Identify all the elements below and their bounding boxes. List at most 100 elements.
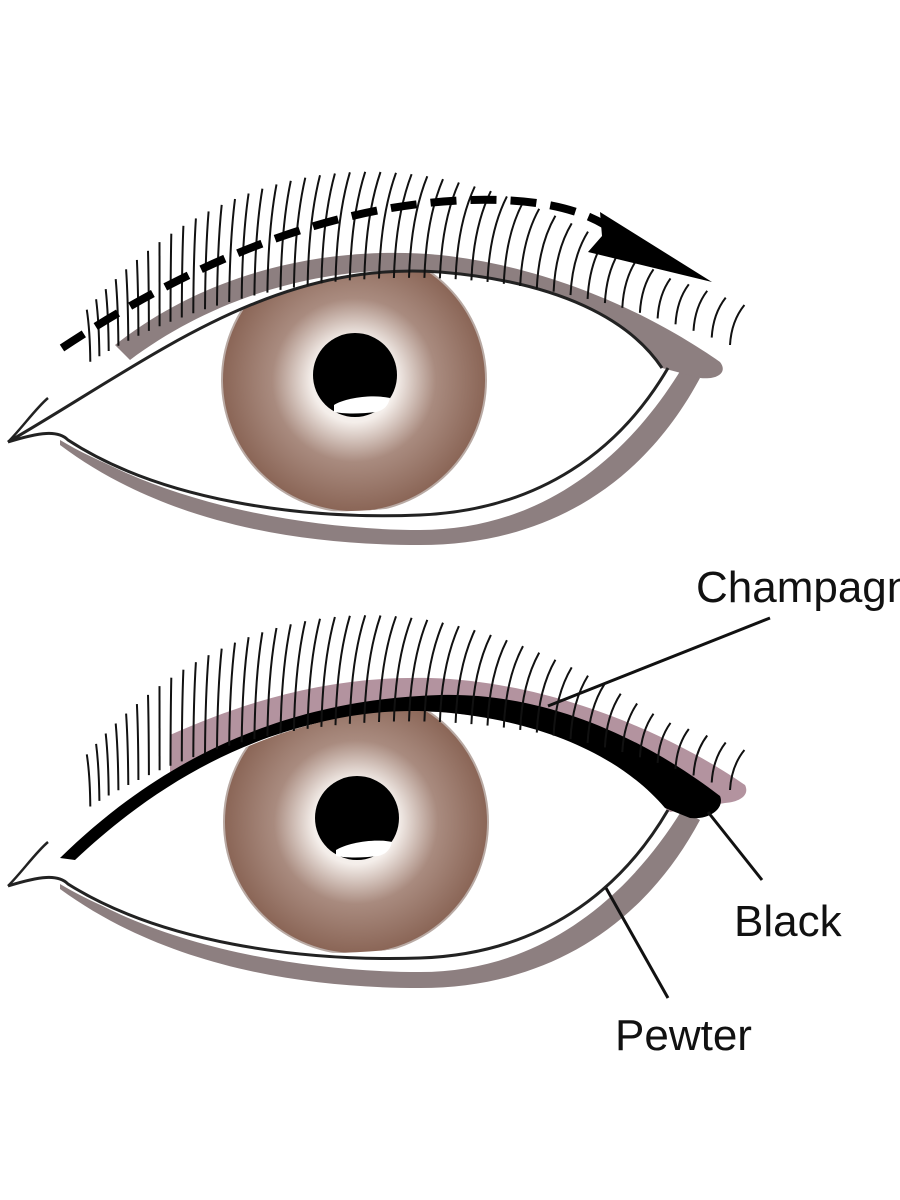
eyelash	[85, 309, 92, 362]
champagne-label: Champagne	[696, 563, 900, 612]
eyelash	[180, 225, 185, 318]
eyelash	[348, 614, 367, 724]
eyelash	[266, 184, 278, 293]
pewter-leader	[604, 887, 670, 999]
eyelash	[423, 178, 444, 278]
eyelash	[348, 171, 367, 281]
eyelash	[279, 624, 292, 734]
eyelash	[292, 620, 307, 732]
eyelash	[125, 269, 130, 341]
eyelash	[552, 222, 573, 292]
eyelash	[334, 172, 351, 282]
eyelash	[438, 182, 460, 279]
pupil-highlight	[334, 396, 390, 414]
eyelash	[519, 208, 541, 287]
inner-corner	[7, 841, 49, 887]
eyelash	[363, 615, 382, 723]
eyelash	[240, 637, 250, 743]
eyelash	[535, 659, 557, 733]
eyelash	[603, 693, 622, 748]
eyelash	[423, 622, 444, 722]
eyelash	[240, 193, 250, 299]
eyelash	[692, 290, 708, 331]
eyelash	[392, 173, 413, 279]
eyelash	[378, 615, 397, 723]
eyelash	[306, 618, 321, 729]
eyelash	[169, 233, 173, 322]
eyelash	[334, 615, 351, 726]
lower-lid-line	[7, 809, 670, 960]
eyelash	[253, 632, 264, 740]
eyelash	[408, 619, 429, 722]
top-eye	[7, 171, 746, 545]
eyelash	[586, 683, 606, 744]
eyelash	[147, 250, 150, 331]
eyelash	[552, 666, 573, 736]
eyelash	[710, 741, 727, 783]
eyelash	[228, 642, 236, 746]
eyelash	[216, 204, 223, 306]
eyelash	[192, 218, 197, 314]
eyelash	[502, 645, 524, 728]
eyelash	[306, 175, 321, 286]
black-leader	[706, 811, 764, 881]
eyelash	[454, 629, 476, 723]
eyelash	[216, 648, 223, 750]
eyelash	[638, 268, 655, 313]
eyelash	[279, 180, 292, 290]
eyelash	[674, 283, 690, 325]
eyelash	[519, 652, 541, 730]
eyelash	[104, 733, 110, 796]
eyelash	[621, 258, 638, 308]
eyelash	[438, 625, 460, 723]
pupil-highlight	[336, 840, 392, 858]
eyelash	[147, 694, 150, 776]
lower-lid-line	[7, 367, 670, 518]
black-liner	[60, 694, 721, 860]
bottom-eye: Champagne Black Pewter	[7, 563, 900, 1060]
eyelash	[135, 259, 140, 336]
upper-lid-line	[7, 269, 664, 444]
eyelash	[569, 675, 589, 740]
pupil	[315, 776, 399, 860]
eyelash	[204, 655, 210, 754]
black-label: Black	[734, 897, 843, 946]
eyelash	[486, 639, 508, 726]
eyelash	[228, 198, 236, 303]
eyelash	[180, 669, 185, 762]
eyelash	[470, 634, 492, 725]
iris-rim	[223, 711, 489, 953]
eyelash	[638, 713, 655, 758]
eyelash	[169, 677, 173, 766]
pupil	[313, 333, 397, 417]
iris-rim	[221, 271, 487, 512]
eyelash	[95, 743, 101, 801]
eyelash	[674, 728, 690, 770]
inner-corner	[7, 397, 49, 443]
eyelash	[621, 702, 638, 753]
eyelash	[486, 195, 508, 282]
eyelash	[114, 279, 120, 346]
eyelash	[125, 713, 130, 786]
eyelash	[320, 616, 336, 727]
application-arrow	[59, 195, 608, 352]
eyelash	[85, 754, 92, 807]
pewter-label: Pewter	[615, 1011, 752, 1060]
champagne-leader	[547, 616, 771, 708]
eyelash	[454, 186, 476, 280]
eyelash	[569, 231, 589, 296]
upper-lashes	[85, 614, 746, 807]
eyelash	[135, 704, 140, 781]
eyelash	[408, 175, 429, 278]
eyelash	[656, 277, 672, 319]
eyelash	[392, 617, 413, 722]
eyelash	[266, 627, 278, 737]
arrow-head	[588, 212, 712, 282]
eyelash	[656, 722, 672, 763]
eyelash	[378, 172, 397, 279]
eyelash	[729, 749, 746, 791]
eyelash	[253, 188, 264, 296]
eyelash	[729, 304, 746, 346]
